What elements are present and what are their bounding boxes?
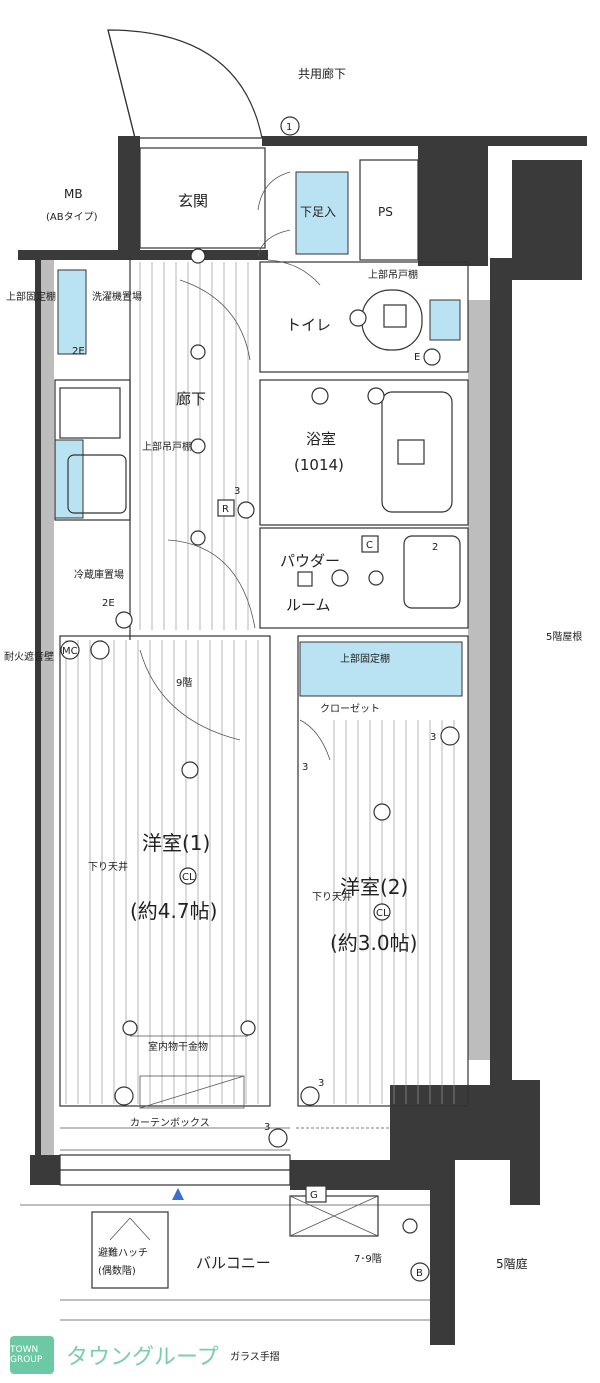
- label-lowered-ceiling-2: 下り天井: [312, 890, 352, 903]
- room1-floor-lines: [65, 640, 259, 1104]
- label-closet: クローゼット: [320, 703, 380, 715]
- label-room-suffix: ルーム: [286, 596, 331, 614]
- label-room1: 洋室(1): [142, 831, 210, 855]
- symbol-3-d: 3: [302, 762, 308, 773]
- evac-hatch: [91, 1211, 169, 1289]
- label-evac-hatch-2: (偶数階): [98, 1264, 136, 1277]
- label-cl-1: CL: [182, 872, 195, 883]
- label-glass-rail: ガラス手摺: [230, 1350, 280, 1363]
- symbol-mc: MC: [62, 646, 78, 657]
- label-floor-9: 9階: [176, 677, 192, 689]
- label-hallway: 廊下: [176, 390, 206, 408]
- label-mb: MB: [64, 187, 83, 201]
- symbol-e: E: [414, 352, 420, 363]
- label-lowered-ceiling-1: 下り天井: [88, 860, 128, 873]
- label-ps: PS: [378, 205, 393, 219]
- label-bath: 浴室: [306, 430, 336, 448]
- label-upper-fixed-shelf-left: 上部固定棚: [6, 290, 56, 303]
- symbol-g: G: [310, 1190, 318, 1201]
- label-room1-size: (約4.7帖): [130, 899, 217, 923]
- label-fifth-roof: 5階屋根: [546, 630, 582, 643]
- label-room2-size: (約3.0帖): [330, 931, 417, 955]
- shoe-box: [295, 171, 349, 255]
- label-floor-79: 7･9階: [354, 1253, 382, 1265]
- brand-watermark: TOWN GROUP タウングループ: [10, 1334, 219, 1376]
- label-ab-type: (ABタイプ): [46, 211, 98, 223]
- label-upper-fixed-shelf-closet: 上部固定棚: [340, 652, 390, 665]
- symbol-b: B: [416, 1268, 423, 1279]
- brand-text: タウングループ: [66, 1345, 219, 1370]
- symbol-1: 1: [286, 122, 292, 133]
- symbol-2e-2: 2E: [102, 598, 115, 609]
- brand-logo: TOWN GROUP: [10, 1336, 54, 1374]
- label-upper-hanging-shelf: 上部吊戸棚: [142, 440, 192, 453]
- room2-floor-lines: [333, 720, 455, 1104]
- symbol-3-a: 3: [234, 486, 240, 497]
- label-common-corridor: 共用廊下: [298, 66, 346, 81]
- label-toilet: トイレ: [286, 316, 331, 334]
- closet-area: [299, 641, 463, 697]
- label-indoor-drying: 室内物干金物: [148, 1040, 208, 1053]
- label-washer: 洗濯機置場: [92, 290, 142, 303]
- label-shoe-box: 下足入: [300, 205, 336, 219]
- label-room2: 洋室(2): [340, 875, 408, 899]
- label-fifth-garden: 5階庭: [496, 1256, 528, 1271]
- entrance-door-arc: [107, 29, 263, 139]
- label-cl-2: CL: [376, 908, 389, 919]
- label-evac-hatch-1: 避難ハッチ: [98, 1246, 148, 1259]
- bathtub: [381, 391, 453, 513]
- label-balcony: バルコニー: [196, 1254, 271, 1272]
- wall-top: [262, 136, 587, 146]
- hallway-floor-lines: [139, 262, 249, 630]
- symbol-r: R: [222, 504, 229, 515]
- label-entrance: 玄関: [178, 192, 208, 210]
- label-bath-size: (1014): [294, 456, 344, 474]
- label-fridge: 冷蔵庫置場: [74, 568, 124, 581]
- symbol-2: 2: [432, 542, 438, 553]
- symbol-c: C: [366, 540, 373, 551]
- symbol-3-c: 3: [318, 1078, 324, 1089]
- label-fire-wall: 耐火遮音壁: [4, 650, 54, 663]
- symbol-3-b: 3: [430, 732, 436, 743]
- symbol-2e-1: 2E: [72, 346, 85, 357]
- label-curtain-box: カーテンボックス: [130, 1117, 210, 1129]
- label-upper-shelf-toilet: 上部吊戸棚: [368, 268, 418, 281]
- symbol-3-e: 3: [264, 1122, 270, 1133]
- label-powder: パウダー: [280, 552, 340, 570]
